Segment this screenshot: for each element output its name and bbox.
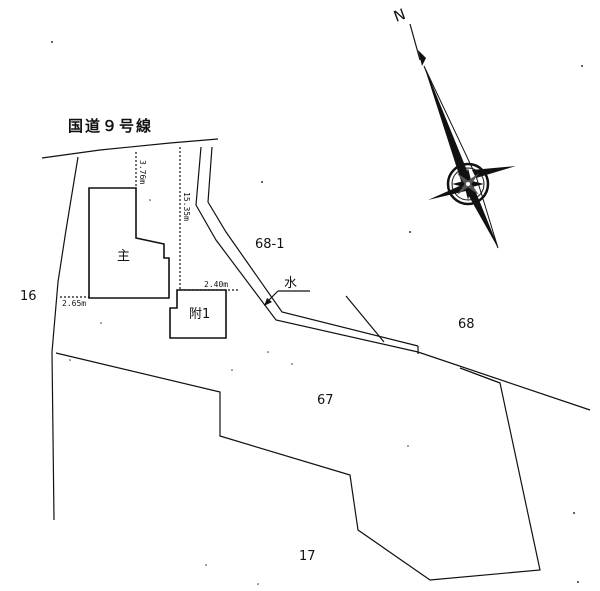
road-edge-line bbox=[41, 138, 219, 159]
dim-label-15-35: 15.35m bbox=[182, 192, 191, 221]
waterway-line-east bbox=[207, 146, 419, 347]
parcel-68-1-label: 68-1 bbox=[255, 237, 285, 252]
north-compass: N bbox=[391, 5, 516, 249]
parcel-17-label: 17 bbox=[299, 549, 316, 564]
parcel-16-label: 16 bbox=[20, 289, 37, 304]
compass-north-line bbox=[409, 23, 421, 61]
parcel-67-boundary bbox=[55, 352, 541, 581]
scan-specks bbox=[51, 41, 583, 585]
compass-rose-center bbox=[466, 182, 470, 186]
annex-building-label: 附1 bbox=[189, 307, 210, 322]
dim-label-2-65: 2.65m bbox=[62, 299, 86, 308]
parcel-67-east-line bbox=[459, 367, 501, 384]
road-name-label: 国道９号線 bbox=[68, 117, 153, 135]
water-leader-arrowhead bbox=[264, 298, 272, 306]
water-label: 水 bbox=[284, 276, 297, 291]
parcel-68-line bbox=[345, 295, 385, 343]
parcel-68-label: 68 bbox=[458, 317, 475, 332]
dim-label-2-40: 2.40m bbox=[204, 280, 228, 289]
main-building-label: 主 bbox=[117, 249, 130, 264]
compass-north-label: N bbox=[391, 5, 408, 26]
waterway bbox=[195, 146, 419, 354]
compass-north-marker bbox=[418, 50, 426, 66]
parcel-67-label: 67 bbox=[317, 393, 334, 408]
compass-needle-light bbox=[423, 65, 499, 249]
west-boundary-line bbox=[51, 156, 79, 521]
compass-rose-outer-ring bbox=[446, 162, 490, 206]
parcel-68-south-line bbox=[417, 351, 591, 411]
dim-label-3-76: 3.76m bbox=[138, 160, 147, 184]
main-building bbox=[88, 187, 170, 299]
waterway-line-west bbox=[195, 146, 419, 353]
